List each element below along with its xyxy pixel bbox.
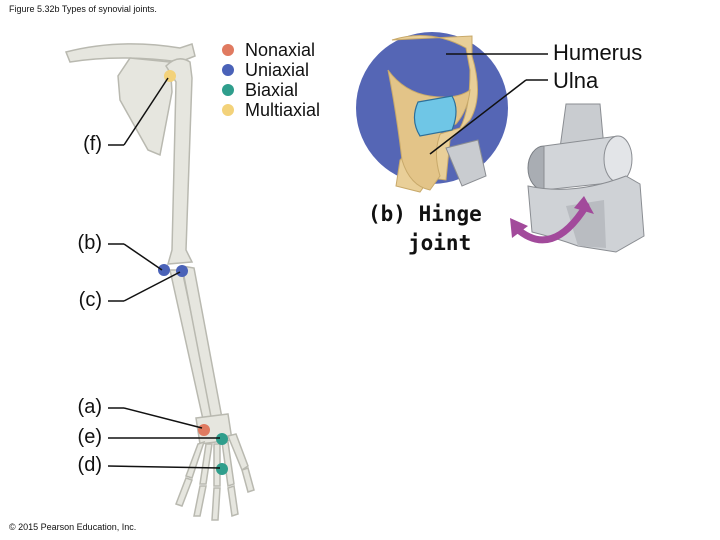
legend: Nonaxial Uniaxial Biaxial Multiaxial: [222, 40, 320, 120]
legend-label: Nonaxial: [245, 40, 316, 60]
legend-label: Biaxial: [245, 80, 299, 100]
legend-swatch: [222, 84, 234, 96]
arm-leader-lines: [107, 77, 221, 469]
label-a: (a): [77, 396, 102, 418]
callout-ulna: Ulna: [553, 68, 599, 93]
carpometacarpal-joint-marker: [216, 433, 228, 445]
elbow-joint-marker-1: [158, 264, 170, 276]
hinge-model: [510, 103, 645, 253]
label-c: (c): [78, 289, 102, 311]
hinge-callout-lines: [429, 53, 548, 155]
hinge-title-line2: joint: [408, 231, 472, 255]
elbow-closeup: [387, 35, 487, 193]
label-f: (f): [83, 133, 102, 155]
figure-title: Figure 5.32b Types of synovial joints.: [9, 4, 157, 14]
elbow-joint-marker-2: [176, 265, 188, 277]
label-d: (d): [77, 454, 102, 476]
legend-item-biaxial: Biaxial: [222, 80, 320, 100]
legend-swatch: [222, 104, 234, 116]
legend-label: Multiaxial: [245, 100, 321, 120]
legend-label: Uniaxial: [245, 60, 310, 80]
legend-item-uniaxial: Uniaxial: [222, 60, 320, 80]
legend-item-nonaxial: Nonaxial: [222, 40, 320, 60]
knuckle-joint-marker: [216, 463, 228, 475]
legend-swatch: [222, 44, 234, 56]
legend-swatch: [222, 64, 234, 76]
legend-item-multiaxial: Multiaxial: [222, 100, 320, 120]
hinge-title-line1: (b) Hinge: [368, 202, 482, 226]
label-e: (e): [77, 426, 102, 448]
label-b: (b): [77, 232, 102, 254]
callout-humerus: Humerus: [553, 40, 643, 65]
copyright-notice: © 2015 Pearson Education, Inc.: [9, 522, 137, 532]
wrist-joint-marker: [198, 424, 210, 436]
